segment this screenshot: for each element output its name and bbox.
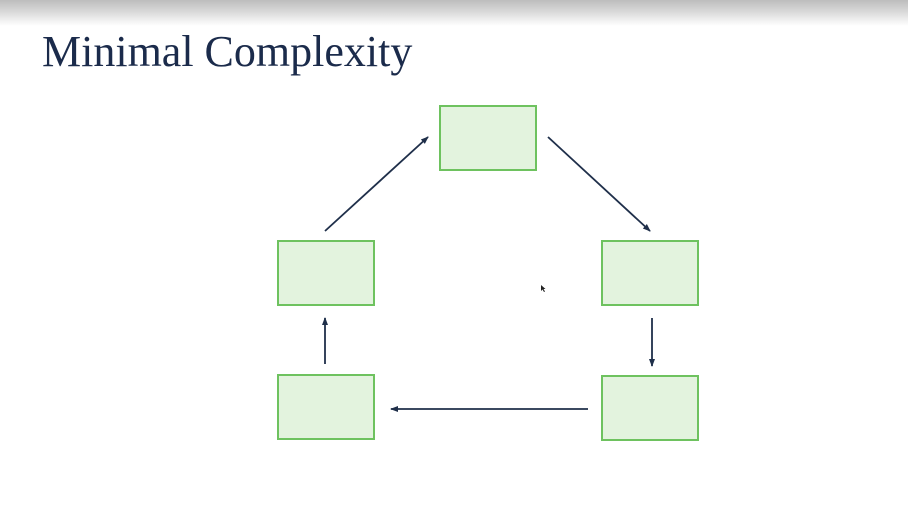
- node-left-lower: [277, 374, 375, 440]
- node-right-upper: [601, 240, 699, 306]
- node-right-lower: [601, 375, 699, 441]
- mouse-cursor-icon: [541, 285, 546, 292]
- top-shadow-bar: [0, 0, 908, 26]
- arrow-left-upper-to-top: [324, 136, 429, 232]
- slide-title: Minimal Complexity: [42, 27, 413, 76]
- arrow-top-to-right-upper: [547, 136, 651, 232]
- node-top: [439, 105, 537, 171]
- node-left-upper: [277, 240, 375, 306]
